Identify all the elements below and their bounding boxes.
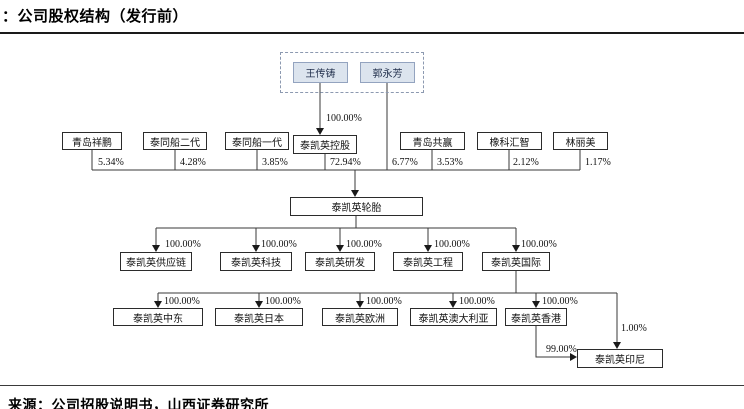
pct-l1-tech: 100.00% [261, 239, 297, 250]
node-shareholder-tky-holding: 泰凯英控股 [293, 135, 357, 154]
node-founder-guo: 郭永芳 [360, 62, 415, 83]
pct-l2-australia: 100.00% [459, 296, 495, 307]
node-shareholder-qingdao-gongying: 青岛共赢 [400, 132, 465, 150]
node-sub-rnd: 泰凯英研发 [305, 252, 375, 271]
node-shareholder-qingdao-xiangpeng: 青岛祥鹏 [62, 132, 122, 150]
pct-indonesia-from-international: 1.00% [621, 323, 647, 334]
bottom-divider [0, 385, 744, 386]
pct-ttc2: 4.28% [180, 157, 206, 168]
pct-l2-japan: 100.00% [265, 296, 301, 307]
node-sub-hongkong: 泰凯英香港 [505, 308, 567, 326]
node-sub-australia: 泰凯英澳大利亚 [410, 308, 497, 326]
node-sub-international: 泰凯英国际 [482, 252, 550, 271]
pct-l2-hongkong: 100.00% [542, 296, 578, 307]
pct-founders-to-holding: 100.00% [326, 113, 362, 124]
node-shareholder-taitongchuan-2: 泰同船二代 [143, 132, 207, 150]
pct-indonesia-from-hongkong: 99.00% [546, 344, 577, 355]
node-sub-japan: 泰凯英日本 [215, 308, 303, 326]
figure-title: ：公司股权结构（发行前） [2, 8, 189, 25]
node-sub-supplychain: 泰凯英供应链 [120, 252, 192, 271]
pct-l1-rnd: 100.00% [346, 239, 382, 250]
node-company-tky-tire: 泰凯英轮胎 [290, 197, 423, 216]
pct-gongying: 3.53% [437, 157, 463, 168]
node-founder-wang: 王传铸 [293, 62, 348, 83]
top-divider [0, 32, 744, 34]
pct-guo-direct: 6.77% [392, 157, 418, 168]
node-shareholder-xiangke-huizhi: 橡科汇智 [477, 132, 542, 150]
node-shareholder-lin-limei: 林丽美 [553, 132, 608, 150]
node-shareholder-taitongchuan-1: 泰同船一代 [225, 132, 289, 150]
pct-huizhi: 2.12% [513, 157, 539, 168]
pct-ttc1: 3.85% [262, 157, 288, 168]
node-sub-middle-east: 泰凯英中东 [113, 308, 203, 326]
pct-lin-limei: 1.17% [585, 157, 611, 168]
pct-l2-middle-east: 100.00% [164, 296, 200, 307]
pct-holding: 72.94% [330, 157, 361, 168]
pct-l1-supplychain: 100.00% [165, 239, 201, 250]
acting-in-concert-group-frame [280, 52, 424, 93]
pct-l1-engineering: 100.00% [434, 239, 470, 250]
pct-xiangpeng: 5.34% [98, 157, 124, 168]
node-sub-europe: 泰凯英欧洲 [322, 308, 398, 326]
node-sub-engineering: 泰凯英工程 [393, 252, 463, 271]
figure-source: 来源：公司招股说明书，山西证券研究所 [8, 397, 269, 409]
node-sub-tech: 泰凯英科技 [220, 252, 292, 271]
node-sub-indonesia: 泰凯英印尼 [577, 349, 663, 368]
pct-l2-europe: 100.00% [366, 296, 402, 307]
pct-l1-international: 100.00% [521, 239, 557, 250]
